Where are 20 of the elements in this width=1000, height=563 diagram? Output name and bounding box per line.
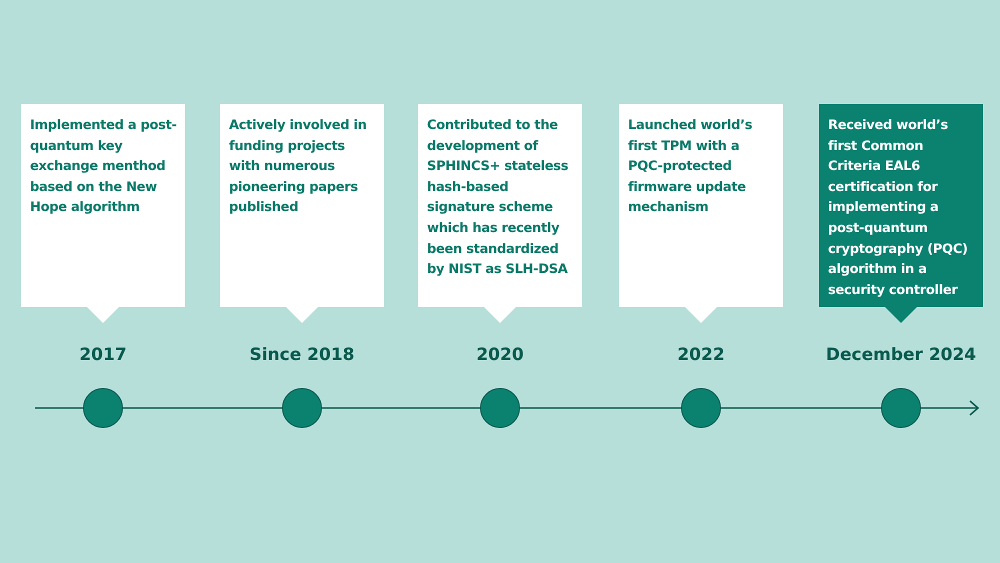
year-label: Since 2018 — [248, 345, 356, 365]
timeline-marker — [282, 388, 322, 428]
callout-box — [619, 104, 783, 323]
timeline-marker — [681, 388, 721, 428]
timeline-marker — [881, 388, 921, 428]
timeline-marker — [480, 388, 520, 428]
year-label: 2020 — [475, 345, 525, 365]
milestone-text: Actively involved in funding projects with numerous pioneering papers published — [229, 117, 368, 218]
milestone-text: Contributed to the development of SPHINCS+ stateless hash-based signature scheme which has recently been standardized by NIST as SLH-DSA — [427, 117, 570, 280]
milestone-text: Launched world’s first TPM with a PQC-protected firmware update mechanism — [628, 117, 754, 218]
callout-box — [21, 104, 185, 323]
year-label: 2022 — [676, 345, 726, 365]
timeline-marker — [83, 388, 123, 428]
milestone-text: Implemented a post-quantum key exchange menthod based on the New Hope algorithm — [30, 117, 178, 218]
year-label: 2017 — [78, 345, 128, 365]
milestone-text: Received world’s first Common Criteria EAL6 certification for implementing a post-quantum cryptography (PQC) algorithm in a security controller — [828, 117, 969, 300]
callout-box — [220, 104, 384, 323]
callout-box — [819, 104, 983, 323]
year-label: December 2024 — [824, 345, 978, 365]
callout-box — [418, 104, 582, 323]
